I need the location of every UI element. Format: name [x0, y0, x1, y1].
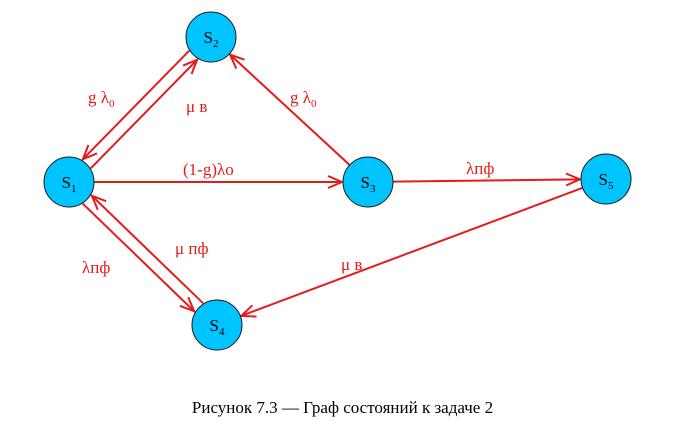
node-s4-label: S4 [210, 316, 225, 338]
arrowhead-s3-s2 [228, 52, 245, 69]
arrowhead-s1-s2 [182, 57, 199, 75]
arrowhead-s1-s4 [179, 296, 196, 314]
node-s5-circle [580, 153, 632, 205]
edge-label-s1-s2: g λ0 [88, 88, 115, 110]
edge-s5-s4 [240, 186, 583, 317]
node-s4-circle [191, 299, 243, 351]
edge-s1-s4 [82, 202, 195, 312]
figure-caption: Рисунок 7.3 — Граф состояний к задаче 2 [191, 398, 494, 417]
edge-label-s3-s5: λпф [466, 159, 494, 178]
edge-s2-s1 [82, 49, 190, 160]
node-s4: S4 [191, 299, 243, 351]
edge-s1-s2 [90, 59, 198, 170]
arrowhead-s3-s5 [565, 172, 583, 187]
edge-label-s1-s4: λпф [82, 258, 110, 277]
node-s5-label: S5 [599, 170, 614, 192]
node-s2-label: S2 [204, 28, 219, 50]
edge-label-s5-s4: μ в [341, 255, 362, 274]
node-s3: S3 [342, 156, 394, 208]
edge-label-s1-s3: (1-g)λo [183, 160, 234, 179]
node-s1-circle [43, 156, 95, 208]
node-s1-label: S1 [62, 173, 77, 195]
edge-s4-s1 [91, 195, 204, 305]
node-s1: S1 [43, 156, 95, 208]
arrowhead-s1-s3 [327, 175, 345, 189]
node-s2: S2 [185, 11, 237, 63]
node-s5: S5 [580, 153, 632, 205]
edge-label-s4-s1: μ пф [175, 239, 208, 258]
node-s2-circle [185, 11, 237, 63]
arrowhead-s5-s4 [238, 304, 257, 318]
node-s3-circle [342, 156, 394, 208]
arrowhead-s4-s1 [90, 193, 107, 211]
node-s3-label: S3 [361, 173, 376, 195]
edge-label-s2-s1: μ в [186, 97, 207, 116]
arrowhead-s2-s1 [81, 144, 98, 162]
edge-s3-s5 [392, 178, 581, 183]
edge-s3-s2 [229, 53, 351, 166]
edge-label-s3-s2: g λ0 [290, 88, 317, 110]
